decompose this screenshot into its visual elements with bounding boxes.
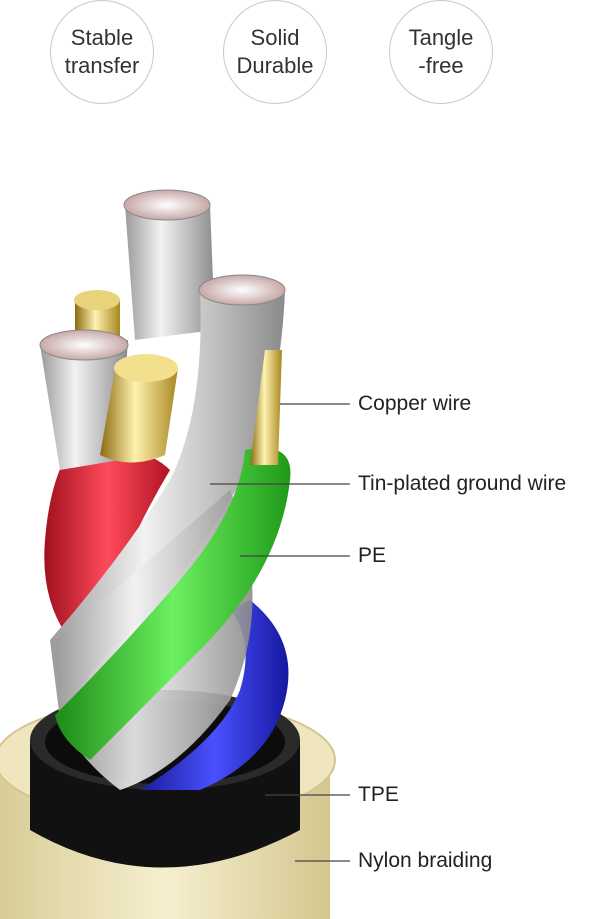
blue-wire bbox=[140, 600, 289, 790]
red-wire bbox=[44, 447, 170, 640]
badge-stable-transfer: Stable transfer bbox=[50, 0, 154, 104]
badge-line: Stable bbox=[70, 25, 134, 50]
badge-line: Solid bbox=[250, 25, 300, 50]
label-tpe: TPE bbox=[358, 783, 399, 806]
leader-lines bbox=[210, 403, 350, 862]
label-nylon-braiding: Nylon braiding bbox=[358, 849, 493, 872]
badge-tangle-free: Tangle -free bbox=[389, 0, 493, 104]
badge-line: transfer bbox=[64, 53, 140, 78]
badge-solid-durable: Solid Durable bbox=[223, 0, 327, 104]
green-wire bbox=[55, 448, 291, 760]
label-copper-wire: Copper wire bbox=[358, 392, 472, 415]
strand-ends bbox=[39, 189, 286, 361]
label-pe: PE bbox=[358, 544, 387, 567]
badge-line: -free bbox=[418, 53, 464, 78]
label-tin-plated-ground-wire: Tin-plated ground wire bbox=[358, 472, 567, 495]
badge-line: Tangle bbox=[408, 25, 474, 50]
copper-cores bbox=[74, 290, 282, 465]
badge-line: Durable bbox=[236, 53, 314, 78]
